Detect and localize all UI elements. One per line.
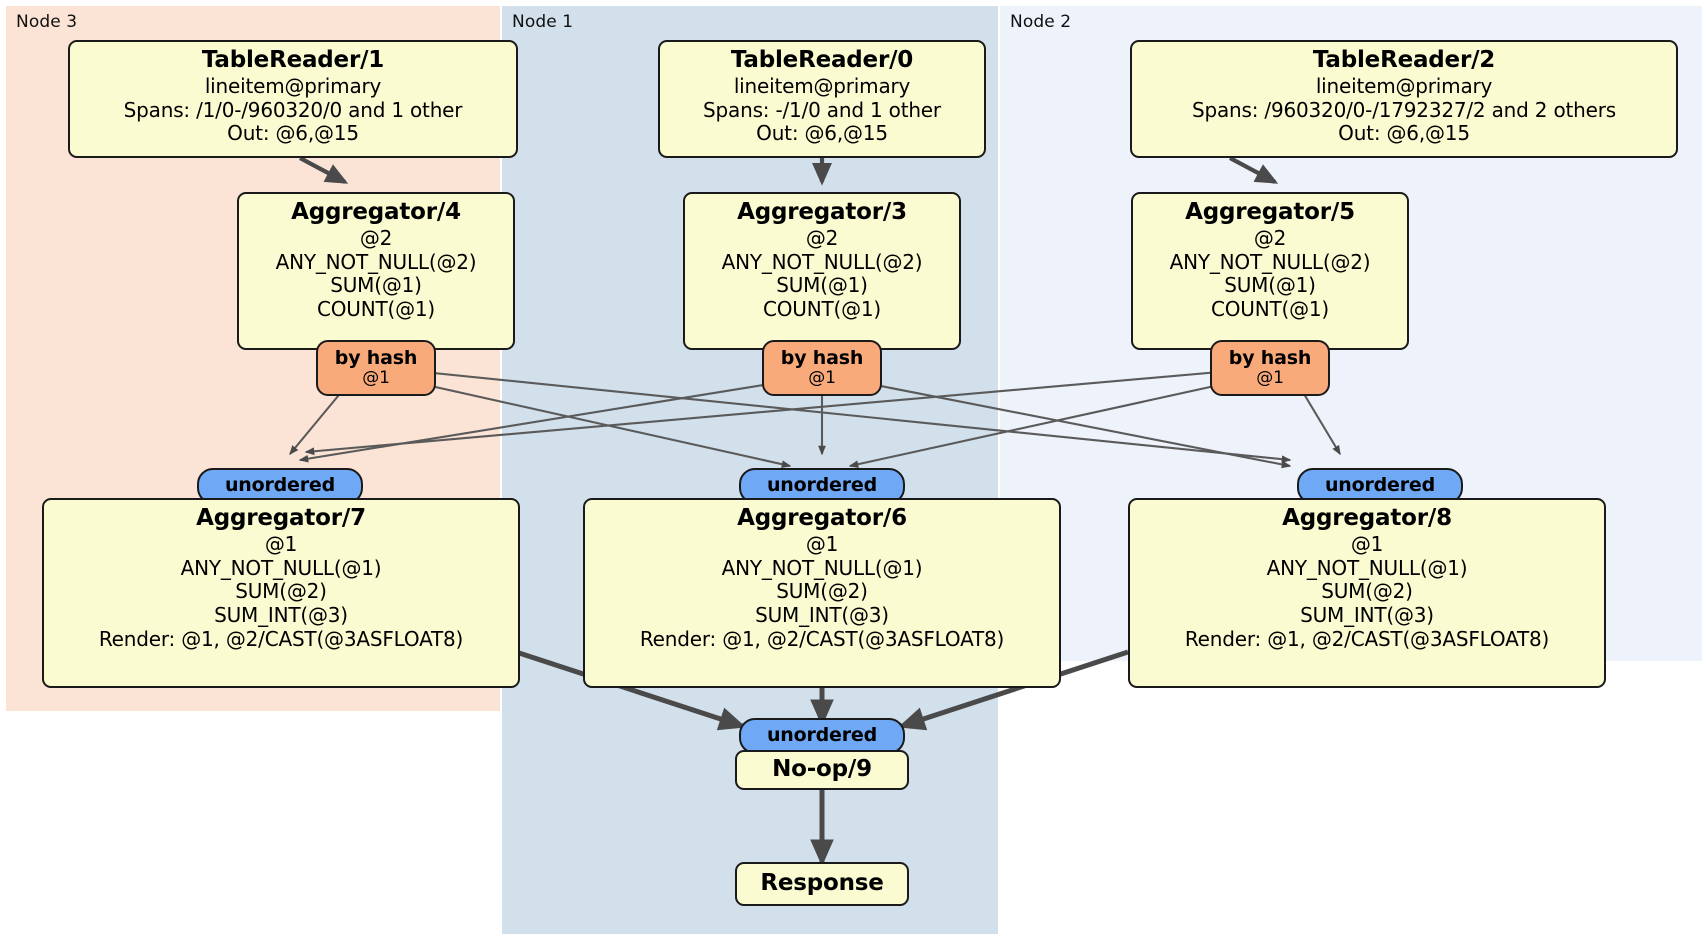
synchronizer-label: unordered xyxy=(224,474,336,497)
router-sublabel: @1 xyxy=(808,368,836,389)
router-by-hash-right[interactable]: by hash @1 xyxy=(1210,340,1330,396)
processor-line: COUNT(@1) xyxy=(1210,296,1330,321)
processor-title: TableReader/0 xyxy=(730,47,914,73)
processor-line: @2 xyxy=(805,226,839,251)
processor-line: Render: @1, @2/CAST(@3ASFLOAT8) xyxy=(639,626,1005,651)
processor-response[interactable]: Response xyxy=(735,862,909,906)
processor-tablereader-2[interactable]: TableReader/2 lineitem@primary Spans: /9… xyxy=(1130,40,1678,158)
processor-line: ANY_NOT_NULL(@2) xyxy=(1169,249,1371,274)
processor-line: SUM(@1) xyxy=(1224,273,1316,298)
processor-line: ANY_NOT_NULL(@1) xyxy=(1266,555,1468,580)
processor-tablereader-1[interactable]: TableReader/1 lineitem@primary Spans: /1… xyxy=(68,40,518,158)
processor-title: Response xyxy=(760,870,884,897)
processor-noop-9[interactable]: No-op/9 xyxy=(735,750,909,790)
processor-line: @1 xyxy=(805,532,839,557)
processor-line: @2 xyxy=(1253,226,1287,251)
router-sublabel: @1 xyxy=(1256,368,1284,389)
processor-line: SUM(@2) xyxy=(1321,579,1413,604)
processor-line: COUNT(@1) xyxy=(316,296,436,321)
processor-line: @1 xyxy=(264,532,298,557)
router-label: by hash xyxy=(780,346,864,369)
processor-line: SUM(@2) xyxy=(776,579,868,604)
processor-title: No-op/9 xyxy=(772,756,872,783)
processor-line: ANY_NOT_NULL(@1) xyxy=(721,555,923,580)
processor-line: lineitem@primary xyxy=(1315,74,1493,99)
processor-line: ANY_NOT_NULL(@1) xyxy=(180,555,382,580)
processor-line: ANY_NOT_NULL(@2) xyxy=(275,249,477,274)
synchronizer-label: unordered xyxy=(766,474,878,497)
processor-title: TableReader/2 xyxy=(1312,47,1496,73)
processor-aggregator-3[interactable]: Aggregator/3 @2 ANY_NOT_NULL(@2) SUM(@1)… xyxy=(683,192,961,350)
router-sublabel: @1 xyxy=(362,368,390,389)
processor-title: Aggregator/7 xyxy=(196,505,366,531)
router-label: by hash xyxy=(1228,346,1312,369)
node-panel-label-node2: Node 2 xyxy=(1010,12,1072,32)
processor-line: SUM(@1) xyxy=(776,273,868,298)
processor-title: Aggregator/8 xyxy=(1282,505,1452,531)
processor-line: @2 xyxy=(359,226,393,251)
processor-line: ANY_NOT_NULL(@2) xyxy=(721,249,923,274)
processor-aggregator-5[interactable]: Aggregator/5 @2 ANY_NOT_NULL(@2) SUM(@1)… xyxy=(1131,192,1409,350)
processor-line: Render: @1, @2/CAST(@3ASFLOAT8) xyxy=(1184,626,1550,651)
router-label: by hash xyxy=(334,346,418,369)
processor-line: Spans: /960320/0-/1792327/2 and 2 others xyxy=(1191,97,1616,122)
processor-line: Render: @1, @2/CAST(@3ASFLOAT8) xyxy=(98,626,464,651)
processor-line: lineitem@primary xyxy=(204,74,382,99)
processor-line: SUM_INT(@3) xyxy=(1300,602,1434,627)
processor-line: Out: @6,@15 xyxy=(756,121,888,146)
processor-aggregator-4[interactable]: Aggregator/4 @2 ANY_NOT_NULL(@2) SUM(@1)… xyxy=(237,192,515,350)
processor-aggregator-7[interactable]: Aggregator/7 @1 ANY_NOT_NULL(@1) SUM(@2)… xyxy=(42,498,520,688)
processor-line: Out: @6,@15 xyxy=(227,121,359,146)
processor-title: Aggregator/3 xyxy=(737,199,907,225)
processor-line: SUM_INT(@3) xyxy=(755,602,889,627)
synchronizer-label: unordered xyxy=(766,724,878,747)
processor-line: @1 xyxy=(1350,532,1384,557)
processor-line: SUM(@2) xyxy=(235,579,327,604)
processor-line: Out: @6,@15 xyxy=(1338,121,1470,146)
router-by-hash-left[interactable]: by hash @1 xyxy=(316,340,436,396)
processor-line: Spans: /1/0-/960320/0 and 1 other xyxy=(123,97,463,122)
processor-aggregator-6[interactable]: Aggregator/6 @1 ANY_NOT_NULL(@1) SUM(@2)… xyxy=(583,498,1061,688)
processor-line: SUM_INT(@3) xyxy=(214,602,348,627)
synchronizer-label: unordered xyxy=(1324,474,1436,497)
router-by-hash-center[interactable]: by hash @1 xyxy=(762,340,882,396)
processor-tablereader-0[interactable]: TableReader/0 lineitem@primary Spans: -/… xyxy=(658,40,986,158)
processor-title: Aggregator/6 xyxy=(737,505,907,531)
processor-aggregator-8[interactable]: Aggregator/8 @1 ANY_NOT_NULL(@1) SUM(@2)… xyxy=(1128,498,1606,688)
processor-line: SUM(@1) xyxy=(330,273,422,298)
node-panel-label-node1: Node 1 xyxy=(512,12,574,32)
processor-line: COUNT(@1) xyxy=(762,296,882,321)
synchronizer-unordered-final[interactable]: unordered xyxy=(739,718,905,754)
node-panel-label-node3: Node 3 xyxy=(16,12,78,32)
processor-line: lineitem@primary xyxy=(733,74,911,99)
processor-title: Aggregator/4 xyxy=(291,199,461,225)
processor-title: Aggregator/5 xyxy=(1185,199,1355,225)
processor-title: TableReader/1 xyxy=(201,47,385,73)
processor-line: Spans: -/1/0 and 1 other xyxy=(703,97,941,122)
